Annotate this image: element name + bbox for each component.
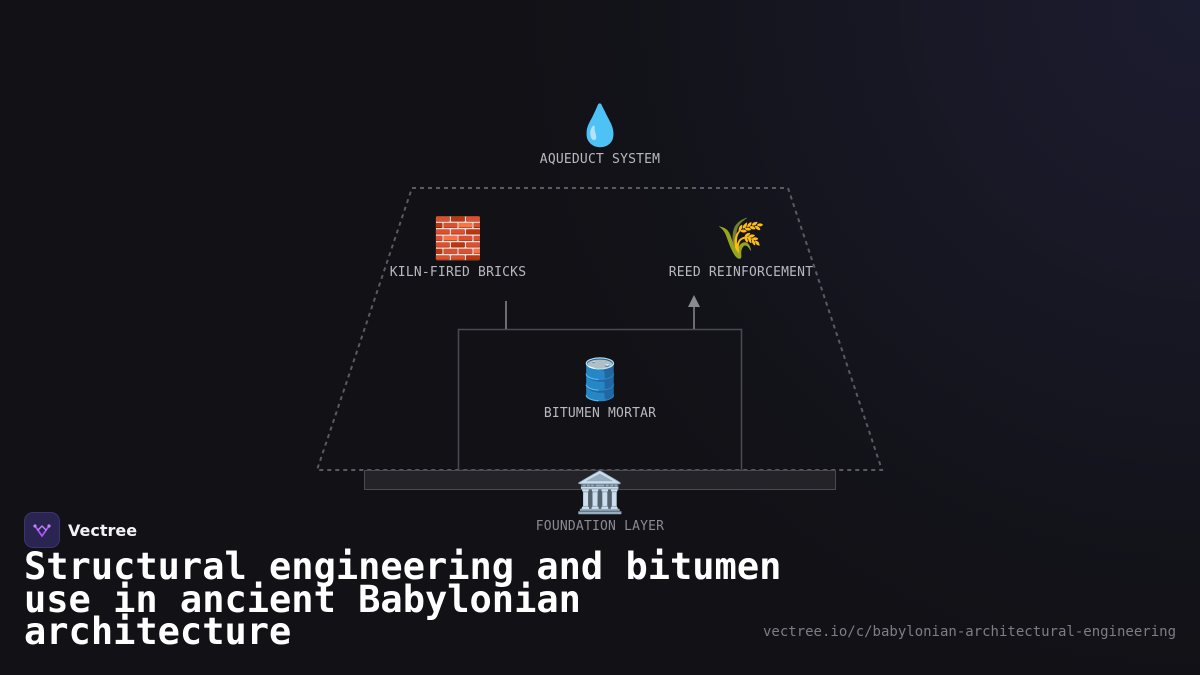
brand-name: Vectree — [68, 520, 138, 540]
node-reed-reinforcement: 🌾 REED REINFORCEMENT — [669, 215, 813, 280]
node-label: FOUNDATION LAYER — [535, 519, 665, 534]
reed-arrowhead — [688, 295, 700, 307]
node-foundation-layer: 🏛️ FOUNDATION LAYER — [536, 469, 664, 534]
page-title: Structural engineering and bitumen use i… — [24, 545, 782, 653]
brick-icon: 🧱 — [433, 216, 483, 262]
page-url[interactable]: vectree.io/c/babylonian-architectural-en… — [762, 624, 1176, 640]
node-aqueduct-system: 💧 AQUEDUCT SYSTEM — [540, 102, 660, 167]
reed-icon: 🌾 — [716, 216, 766, 262]
oil-barrel-icon: 🛢️ — [575, 357, 625, 403]
brand[interactable]: Vectree — [24, 512, 137, 548]
classical-building-icon: 🏛️ — [575, 470, 625, 516]
structure-outline — [315, 187, 884, 471]
node-bitumen-mortar: 🛢️ BITUMEN MORTAR — [544, 356, 656, 421]
node-label: REED REINFORCEMENT — [668, 265, 814, 280]
foundation-slab — [364, 470, 836, 490]
node-label: KILN-FIRED BRICKS — [389, 265, 527, 280]
vectree-logo-icon — [24, 512, 60, 548]
node-label: BITUMEN MORTAR — [543, 406, 657, 421]
node-kiln-fired-bricks: 🧱 KILN-FIRED BRICKS — [390, 215, 526, 280]
node-label: AQUEDUCT SYSTEM — [539, 152, 661, 167]
water-drop-icon: 💧 — [575, 103, 625, 149]
